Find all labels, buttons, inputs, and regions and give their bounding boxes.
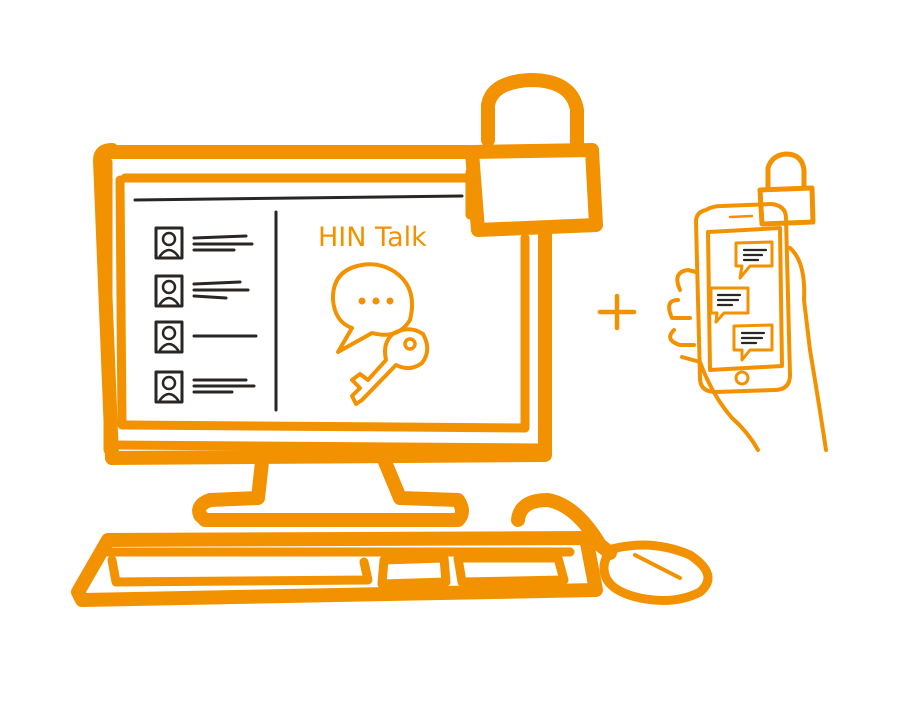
contact-item[interactable] xyxy=(154,226,254,260)
key-icon xyxy=(350,327,430,406)
app-title: HIN Talk xyxy=(318,222,427,253)
contact-item[interactable] xyxy=(154,274,250,308)
padlock-icon xyxy=(757,151,816,227)
contact-avatar-icon xyxy=(154,370,184,404)
contact-name-lines xyxy=(192,280,250,300)
home-button xyxy=(734,370,750,386)
contact-name-lines xyxy=(192,378,256,394)
desktop-monitor xyxy=(93,143,552,527)
contact-avatar-icon xyxy=(154,274,184,308)
keyboard-key xyxy=(453,553,569,587)
mouse xyxy=(511,493,713,605)
message-bubble-icon xyxy=(734,240,774,280)
contact-list xyxy=(154,226,258,404)
plus-icon xyxy=(597,293,637,331)
smartphone xyxy=(667,202,828,452)
hand-outline xyxy=(788,246,828,452)
contact-item[interactable] xyxy=(154,320,258,354)
chat-bubble-icon xyxy=(330,262,415,354)
contact-item[interactable] xyxy=(154,370,256,404)
message-bubble-icon xyxy=(732,323,774,362)
contact-name-lines xyxy=(192,234,254,252)
contact-avatar-icon xyxy=(154,226,184,260)
keyboard-key xyxy=(377,553,451,589)
contact-avatar-icon xyxy=(154,320,184,354)
padlock-icon xyxy=(465,73,603,237)
screen-header-divider xyxy=(133,194,464,202)
keyboard xyxy=(71,531,603,607)
keyboard-key xyxy=(107,555,373,587)
message-bubble-icon xyxy=(709,286,750,324)
